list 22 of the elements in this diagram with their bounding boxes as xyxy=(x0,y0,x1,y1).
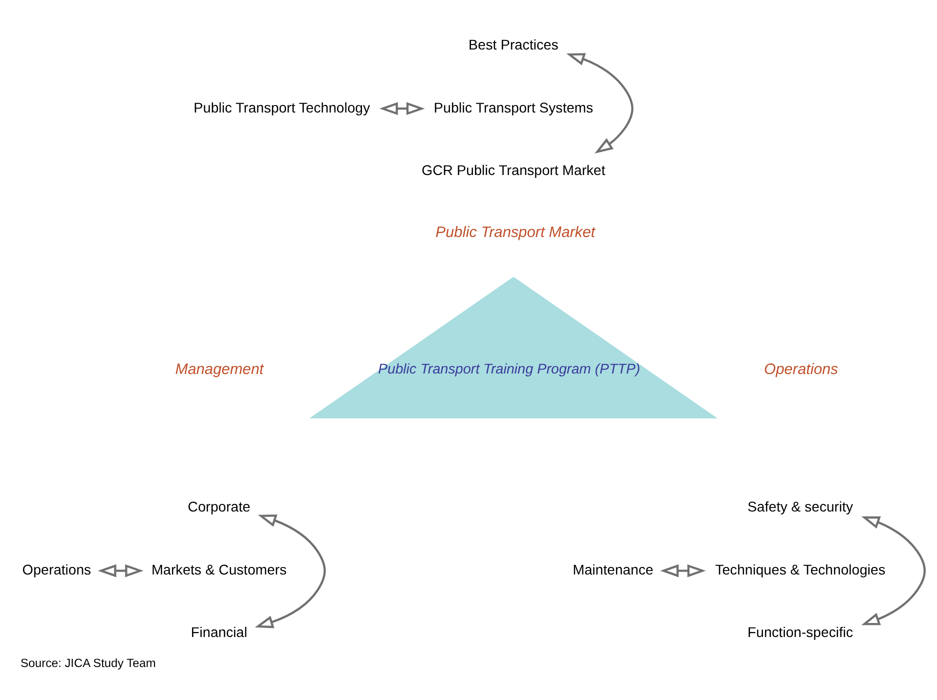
caption: Source: JICA Study Team xyxy=(20,655,156,670)
node-text: GCR Public Transport Market xyxy=(422,162,606,178)
node-text: Maintenance xyxy=(572,560,654,577)
node-text: Function-specific xyxy=(748,624,854,640)
arrow xyxy=(254,514,326,628)
node-label: Management xyxy=(175,360,264,378)
arrow xyxy=(861,516,926,625)
node-text: Corporate xyxy=(188,498,250,514)
node-text: Public Transport Systems xyxy=(434,98,594,115)
node-text: Best Practices xyxy=(468,36,558,52)
node-label: Operations xyxy=(764,360,838,378)
arrow xyxy=(660,564,706,577)
node-text: Operations xyxy=(22,560,92,577)
node-text: Techniques & Technologies xyxy=(715,560,886,577)
node-text: Markets & Customers xyxy=(151,560,287,577)
node-label: Public Transport Market xyxy=(436,224,596,241)
arrow xyxy=(379,102,425,115)
node-text: Public Transport Technology xyxy=(194,98,370,115)
arrow xyxy=(98,564,144,577)
node-text: Financial xyxy=(190,624,248,640)
node-text: Safety & security xyxy=(748,498,854,514)
arrow xyxy=(566,52,634,154)
